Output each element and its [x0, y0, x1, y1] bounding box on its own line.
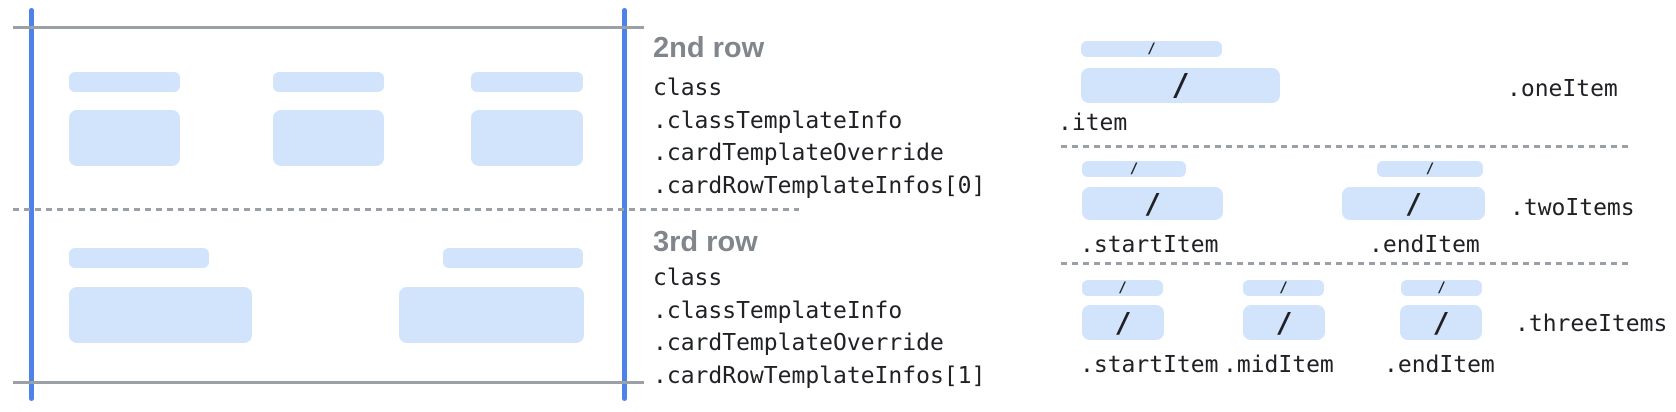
- section-divider-dashed: [1061, 145, 1632, 148]
- item-value-bar: /: [1082, 305, 1164, 340]
- code-line: class: [653, 75, 723, 101]
- field-value-bar: [471, 110, 583, 166]
- row-label: .threeItems: [1515, 311, 1668, 337]
- item-value-bar: /: [1400, 305, 1482, 340]
- item-label-bar: /: [1401, 280, 1482, 296]
- card-bottom-guide: [13, 381, 644, 384]
- item-label-bar: /: [1082, 161, 1186, 177]
- field-value-bar: [273, 110, 384, 166]
- slash-icon: /: [1275, 305, 1293, 339]
- slash-icon: /: [1144, 186, 1161, 220]
- field-value-bar: [399, 287, 584, 343]
- item-label: .startItem: [1080, 352, 1219, 378]
- slash-icon: /: [1118, 280, 1127, 296]
- slash-icon: /: [1114, 305, 1132, 339]
- field-label-bar: [69, 72, 180, 92]
- row-heading: 3rd row: [653, 226, 758, 258]
- field-label-bar: [471, 72, 583, 92]
- slash-icon: /: [1405, 186, 1422, 220]
- item-value-bar: /: [1082, 187, 1223, 220]
- item-label-bar: /: [1081, 41, 1222, 57]
- slash-icon: /: [1279, 280, 1288, 296]
- slash-icon: /: [1171, 67, 1190, 103]
- item-label-bar: /: [1243, 280, 1324, 296]
- code-line: .cardRowTemplateInfos[0]: [653, 172, 986, 199]
- item-label-bar: /: [1082, 280, 1163, 296]
- row-divider-dashed: [13, 208, 799, 211]
- item-label: .midItem: [1223, 352, 1334, 378]
- code-line: class: [653, 265, 723, 291]
- card-top-guide: [13, 26, 644, 29]
- code-line: .classTemplateInfo: [653, 107, 903, 134]
- item-label: .startItem: [1080, 232, 1219, 258]
- field-label-bar: [69, 248, 209, 268]
- field-label-bar: [273, 72, 384, 92]
- item-value-bar: /: [1243, 305, 1325, 340]
- slash-icon: /: [1425, 161, 1435, 177]
- code-block: class .classTemplateInfo .cardTemplateOv…: [653, 72, 985, 202]
- row-label: .twoItems: [1510, 195, 1635, 221]
- section-divider-dashed: [1061, 262, 1632, 265]
- slash-icon: /: [1432, 305, 1450, 339]
- row-heading: 2nd row: [653, 32, 765, 64]
- slash-icon: /: [1437, 280, 1446, 296]
- item-value-bar: /: [1081, 68, 1280, 103]
- slash-icon: /: [1147, 41, 1156, 57]
- code-line: .classTemplateInfo: [653, 297, 903, 324]
- row-label: .oneItem: [1507, 76, 1618, 102]
- item-label: .endItem: [1369, 232, 1480, 258]
- field-value-bar: [69, 110, 180, 166]
- code-line: .cardRowTemplateInfos[1]: [653, 362, 986, 389]
- item-value-bar: /: [1342, 187, 1485, 220]
- card-left-edge-guide: [29, 8, 34, 401]
- code-line: .cardTemplateOverride: [653, 140, 944, 166]
- slash-icon: /: [1129, 161, 1139, 177]
- field-value-bar: [69, 287, 252, 343]
- card-right-edge-guide: [622, 8, 627, 401]
- item-label: .endItem: [1384, 352, 1495, 378]
- item-label: .item: [1058, 110, 1128, 136]
- code-block: class .classTemplateInfo .cardTemplateOv…: [653, 262, 985, 392]
- item-label-bar: /: [1377, 161, 1483, 177]
- code-line: .cardTemplateOverride: [653, 330, 944, 356]
- field-label-bar: [443, 248, 583, 268]
